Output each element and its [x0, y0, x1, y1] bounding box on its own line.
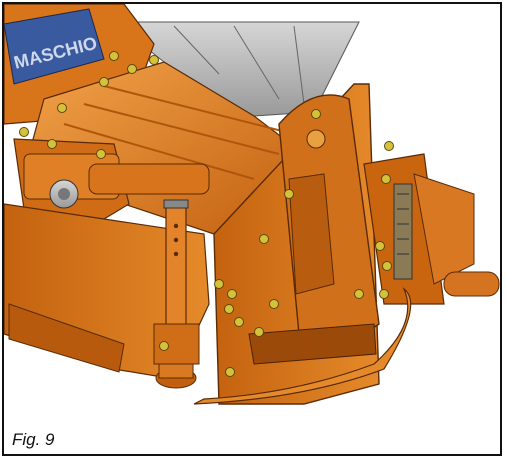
bolts: [19, 51, 394, 377]
side-transmission-casing: [213, 83, 380, 405]
frame-top-left: MASCHIO: [4, 4, 155, 125]
figure-frame: MASCHIO: [2, 2, 502, 456]
side-skid-plate: [193, 153, 500, 405]
depth-adjustment-post: [153, 199, 200, 389]
rotary-tiller-illustration: MASCHIO: [4, 4, 500, 405]
figure-caption: Fig. 9: [12, 430, 55, 449]
three-point-hitch-bracket: [13, 138, 210, 220]
